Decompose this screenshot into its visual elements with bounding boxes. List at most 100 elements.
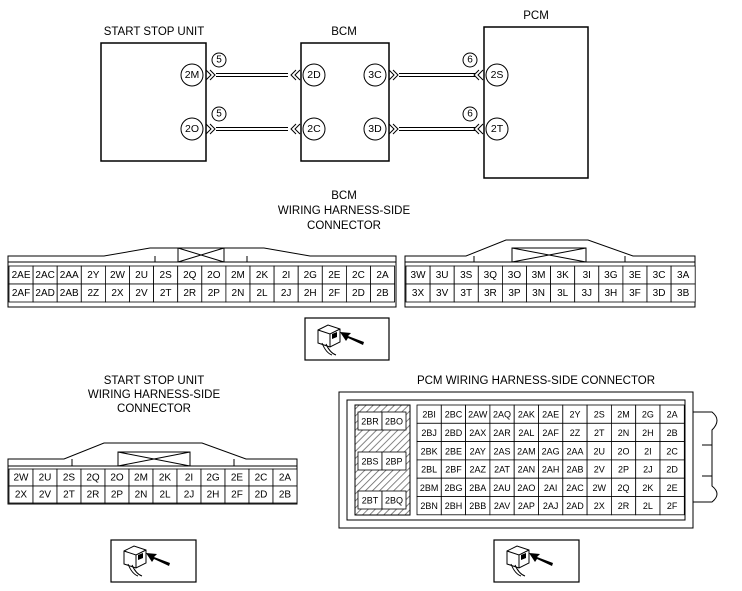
pin-label: 2E xyxy=(328,270,341,281)
pin-label: 2BT xyxy=(362,496,379,506)
bcm-pin-2d: 2D xyxy=(307,69,321,81)
pin-label: 2AA xyxy=(566,446,583,456)
ssu-view-direction-icon xyxy=(110,539,197,583)
pin-label: 2BK xyxy=(421,446,438,456)
pin-label: 2BR xyxy=(361,417,379,427)
pin-label: 3O xyxy=(508,270,522,281)
pin-label: 2W xyxy=(593,483,607,493)
pin-label: 3T xyxy=(460,288,472,299)
pin-label: 3H xyxy=(604,288,617,299)
wires xyxy=(216,73,475,131)
pin-label: 3P xyxy=(508,288,521,299)
pin-label: 2AG xyxy=(542,446,560,456)
pin-label: 2G xyxy=(304,270,318,281)
pin-label: 2Z xyxy=(88,288,100,299)
pin-label: 2AA xyxy=(60,270,79,281)
pin-label: 2T xyxy=(594,428,605,438)
pin-label: 3X xyxy=(412,288,425,299)
pin-label: 2AW xyxy=(468,410,488,420)
pin-label: 3M xyxy=(532,270,546,281)
pin-label: 2M xyxy=(231,270,245,281)
pin-label: 2C xyxy=(666,446,678,456)
ssu-pin-2o: 2O xyxy=(185,123,199,135)
pcm-box xyxy=(483,26,589,179)
pin-label: 2S xyxy=(63,473,76,484)
pin-label: 2A xyxy=(667,410,678,420)
pin-label: 2AD xyxy=(566,501,584,511)
ssu-connector-title-3: CONNECTOR xyxy=(117,403,191,415)
pin-label: 3E xyxy=(629,270,642,281)
pin-label: 2F xyxy=(667,501,678,511)
pcm-connector-title: PCM WIRING HARNESS-SIDE CONNECTOR xyxy=(417,375,655,387)
pin-label: 2AJ xyxy=(543,501,559,511)
pin-label: 2R xyxy=(183,288,196,299)
pin-label: 2U xyxy=(135,270,148,281)
pin-label: 3G xyxy=(604,270,618,281)
pin-label: 2Z xyxy=(570,428,581,438)
pin-label: 2Y xyxy=(569,410,580,420)
pin-label: 2X xyxy=(15,490,28,501)
pin-cell xyxy=(381,490,407,510)
bcm-left-housing xyxy=(7,247,397,308)
pin-label: 2AE xyxy=(12,270,31,281)
pin-label: 2BP xyxy=(385,457,402,467)
pin-label: 2L xyxy=(643,501,653,511)
pin-cell xyxy=(370,283,396,303)
pin-label: 2A xyxy=(279,473,292,484)
pin-label: 2W xyxy=(14,473,30,484)
wire-label-5-top: 5 xyxy=(216,55,222,66)
pin-label: 2AZ xyxy=(469,465,486,475)
pin-label: 2O xyxy=(618,446,630,456)
pin-label: 2BC xyxy=(445,410,463,420)
pin-label: 2H xyxy=(304,288,317,299)
bcm-pin-2c: 2C xyxy=(307,123,321,135)
ssu-pin-2m: 2M xyxy=(185,69,200,81)
pin-cell xyxy=(381,451,407,471)
pin-label: 2C xyxy=(255,473,268,484)
pin-label: 2S xyxy=(594,410,605,420)
pin-label: 2BF xyxy=(445,465,462,475)
pin-label: 3K xyxy=(557,270,570,281)
pin-cell xyxy=(272,485,298,504)
pin-label: 2AC xyxy=(566,483,584,493)
pin-cell xyxy=(659,496,685,516)
wire-label-6-top: 6 xyxy=(467,55,473,66)
pin-label: 2A xyxy=(376,270,389,281)
pin-label: 2L xyxy=(256,288,268,299)
pin-label: 3B xyxy=(677,288,690,299)
pin-label: 2BD xyxy=(445,428,463,438)
pin-label: 2U xyxy=(593,446,605,456)
pin-label: 2M xyxy=(617,410,630,420)
pin-label: 2AS xyxy=(494,446,511,456)
pin-label: 2AY xyxy=(470,446,486,456)
pin-label: 2BS xyxy=(361,457,378,467)
pin-label: 3D xyxy=(653,288,666,299)
pin-label: 2BJ xyxy=(421,428,437,438)
ssu-connector-title-2: WIRING HARNESS-SIDE xyxy=(88,389,221,401)
pcm-pin-2t: 2T xyxy=(491,123,504,135)
pin-label: 3U xyxy=(436,270,449,281)
pin-label: 2AF xyxy=(542,428,559,438)
pcm-housing xyxy=(338,391,718,529)
pin-label: 2AV xyxy=(494,501,510,511)
pin-label: 2T xyxy=(160,288,172,299)
pin-label: 2D xyxy=(255,490,268,501)
pin-label: 2BN xyxy=(420,501,438,511)
pin-label: 3W xyxy=(411,270,427,281)
pin-label: 2G xyxy=(642,410,654,420)
pin-label: 2BA xyxy=(469,483,486,493)
pin-label: 2D xyxy=(666,465,678,475)
pin-label: 3A xyxy=(677,270,690,281)
ssu-box xyxy=(100,42,207,162)
pin-label: 2F xyxy=(231,490,243,501)
bcm-title: BCM xyxy=(331,26,357,38)
pin-label: 2AR xyxy=(493,428,511,438)
pin-label: 2M xyxy=(134,473,148,484)
pin-label: 2X xyxy=(111,288,124,299)
pin-label: 3R xyxy=(484,288,497,299)
pin-label: 2BO xyxy=(385,417,403,427)
pin-label: 2C xyxy=(352,270,365,281)
pin-label: 2U xyxy=(39,473,52,484)
